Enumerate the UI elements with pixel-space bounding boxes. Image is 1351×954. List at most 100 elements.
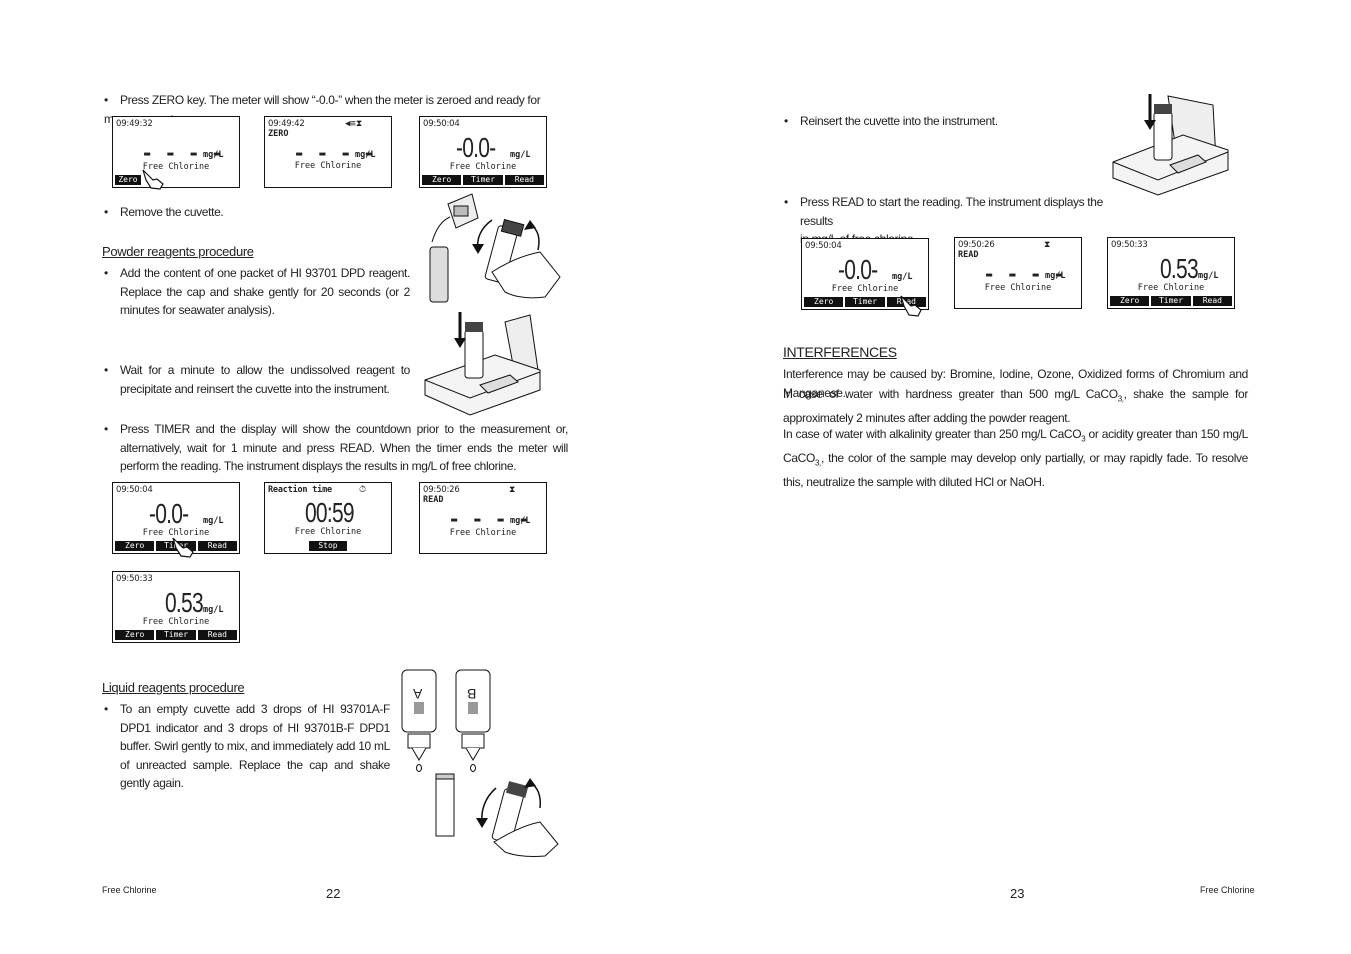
softkey-zero[interactable]: Zero: [422, 175, 462, 185]
lcd-screen-result: 09:50:33 0.53 mg/L Free Chlorine Zero Ti…: [1107, 237, 1235, 309]
lcd-value: 0.53: [165, 587, 204, 618]
lcd-time: 09:49:32: [116, 119, 153, 129]
liquid-reagent-instruction: • To an empty cuvette add 3 drops of HI …: [104, 702, 390, 790]
lcd-parameter: Free Chlorine: [294, 161, 362, 171]
speaker-hourglass-icon: ◀≡⧗: [345, 119, 363, 129]
softkey-timer[interactable]: Timer: [845, 297, 885, 307]
interference-causes: Interference may be caused by: Bromine, …: [783, 367, 1248, 400]
softkey-read[interactable]: Read: [197, 630, 237, 640]
lcd-time: 09:50:33: [116, 574, 153, 584]
softkey-zero[interactable]: Zero: [115, 541, 155, 551]
lcd-value: - - - -: [985, 262, 1068, 286]
lcd-time: 09:50:26: [958, 240, 995, 250]
softkey-zero[interactable]: Zero: [115, 630, 155, 640]
softkey-timer[interactable]: Timer: [1151, 296, 1191, 306]
pointing-hand-icon: [142, 169, 164, 190]
page-number-left: 22: [326, 886, 341, 901]
dropper-bottles-illustration: [401, 669, 491, 772]
bottle-a-label: A: [413, 686, 423, 702]
powder-reagent-instruction: • Add the content of one packet of HI 93…: [104, 266, 410, 317]
lcd-screen-reading: 09:50:26 ⧗ READ - - - - mg/L Free Chlori…: [954, 237, 1082, 309]
alkalinity-note: In case of water with alkalinity greater…: [783, 427, 1249, 489]
remove-cuvette-instruction: • Remove the cuvette.: [104, 205, 224, 219]
cuvette-insert-illustration: [424, 312, 541, 416]
lcd-softkeys: Stop: [309, 541, 347, 551]
lcd-parameter: Free Chlorine: [1137, 283, 1205, 293]
lcd-time: 09:49:42: [268, 119, 305, 129]
lcd-softkeys: Zero: [115, 175, 141, 185]
lcd-screen-result: 09:50:33 0.53 mg/L Free Chlorine Zero Ti…: [112, 571, 240, 643]
lcd-value: - - - -: [295, 141, 378, 165]
right-footer: Free Chlorine: [1200, 885, 1255, 895]
lcd-countdown: 00:59: [305, 497, 355, 528]
softkey-read[interactable]: Read: [197, 541, 237, 551]
bottle-b-label: B: [467, 686, 477, 702]
lcd-parameter: Free Chlorine: [449, 528, 517, 538]
softkey-zero[interactable]: Zero: [1110, 296, 1150, 306]
lcd-screen-reading: 09:50:26 ⧗ READ - - - - mg/L Free Chlori…: [419, 482, 547, 554]
lcd-screen-zeroed: 09:50:04 -0.0- mg/L Free Chlorine Zero T…: [419, 116, 547, 188]
lcd-status-label: READ: [423, 495, 444, 505]
lcd-unit: mg/L: [203, 605, 224, 615]
lcd-status-label: READ: [958, 250, 979, 260]
lcd-parameter: Free Chlorine: [142, 162, 210, 172]
stopwatch-icon: ⏱: [359, 485, 367, 495]
softkey-read[interactable]: Read: [504, 175, 544, 185]
cuvette-insert-illustration: [1112, 94, 1229, 196]
softkey-zero[interactable]: Zero: [804, 297, 844, 307]
lcd-parameter: Free Chlorine: [294, 527, 362, 537]
softkey-read[interactable]: Read: [1192, 296, 1232, 306]
lcd-value: -0.0-: [149, 498, 189, 529]
lcd-unit: mg/L: [203, 516, 224, 526]
lcd-parameter: Free Chlorine: [831, 284, 899, 294]
pointing-hand-icon: [172, 537, 194, 558]
lcd-time: 09:50:04: [116, 485, 153, 495]
softkey-stop[interactable]: Stop: [309, 541, 347, 551]
hourglass-icon: ⧗: [509, 485, 516, 495]
interferences-heading: INTERFERENCES: [783, 344, 897, 360]
lcd-value: -0.0-: [838, 254, 878, 285]
hardness-note: In case of water with hardness greater t…: [783, 387, 1248, 425]
lcd-screen-zero-ready: 09:49:32 - - - - mg/L Free Chlorine Zero: [112, 116, 240, 188]
liquid-reagents-heading: Liquid reagents procedure: [102, 680, 245, 695]
left-footer: Free Chlorine: [102, 885, 157, 895]
lcd-unit: mg/L: [1045, 271, 1066, 281]
lcd-value: -0.0-: [456, 132, 496, 163]
lcd-softkeys: Zero Timer Read: [115, 630, 237, 640]
lcd-time: 09:50:33: [1111, 240, 1148, 250]
pour-and-shake-illustration: [429, 193, 561, 303]
softkey-timer[interactable]: Timer: [463, 175, 503, 185]
lcd-unit: mg/L: [510, 516, 531, 526]
lcd-time: 09:50:26: [423, 485, 460, 495]
lcd-screen-zeroing: 09:49:42 ◀≡⧗ ZERO - - - - mg/L Free Chlo…: [264, 116, 392, 188]
lcd-time: 09:50:04: [423, 119, 460, 129]
lcd-time: 09:50:04: [805, 241, 842, 251]
lcd-unit: mg/L: [1198, 271, 1219, 281]
page-number-right: 23: [1010, 886, 1025, 901]
lcd-parameter: Free Chlorine: [449, 162, 517, 172]
lcd-screen-zeroed: 09:50:04 -0.0- mg/L Free Chlorine Zero T…: [112, 482, 240, 554]
lcd-status-label: ZERO: [268, 129, 289, 139]
lcd-value: 0.53: [1160, 253, 1199, 284]
lcd-timer-title: Reaction time: [268, 485, 332, 495]
lcd-unit: mg/L: [510, 150, 531, 160]
lcd-unit: mg/L: [355, 150, 376, 160]
powder-reagents-heading: Powder reagents procedure: [102, 244, 254, 259]
reinsert-instruction: • Reinsert the cuvette into the instrume…: [784, 114, 998, 128]
wait-reinsert-instruction: • Wait for a minute to allow the undisso…: [104, 363, 410, 396]
softkey-zero[interactable]: Zero: [115, 175, 141, 185]
lcd-value: - - - -: [143, 141, 226, 165]
lcd-unit: mg/L: [892, 272, 913, 282]
softkey-timer[interactable]: Timer: [156, 630, 196, 640]
lcd-parameter: Free Chlorine: [142, 528, 210, 538]
lcd-parameter: Free Chlorine: [142, 617, 210, 627]
lcd-parameter: Free Chlorine: [984, 283, 1052, 293]
timer-instruction: • Press TIMER and the display will show …: [104, 422, 568, 473]
hourglass-icon: ⧗: [1044, 240, 1051, 250]
pointing-hand-icon: [900, 295, 922, 317]
lcd-value: - - - -: [450, 507, 533, 531]
lcd-screen-reaction-timer: Reaction time ⏱ 00:59 Free Chlorine Stop: [264, 482, 392, 554]
lcd-softkeys: Zero Timer Read: [1110, 296, 1232, 306]
shake-cuvette-illustration: [435, 773, 559, 857]
lcd-unit: mg/L: [203, 150, 224, 160]
